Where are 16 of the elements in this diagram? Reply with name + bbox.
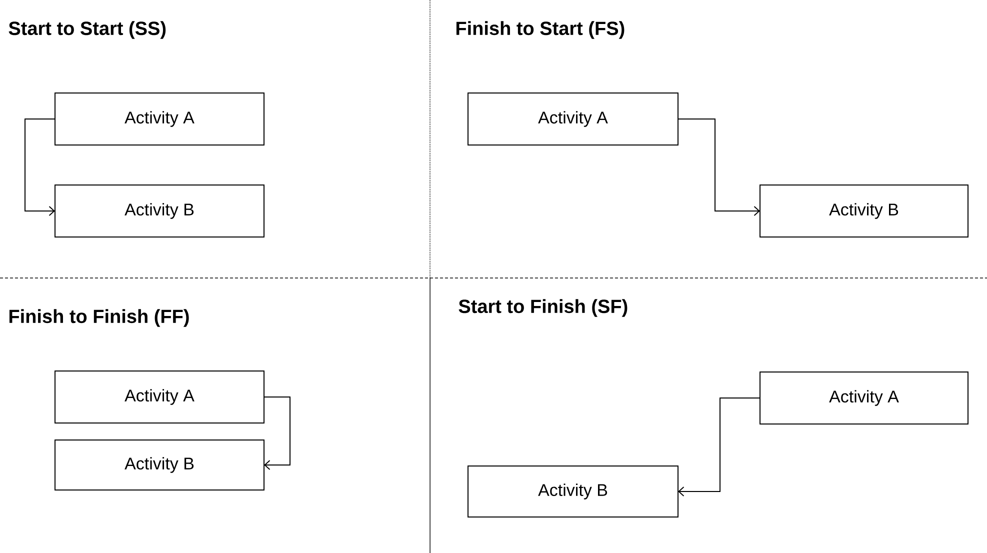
activity-box: Activity B [760,184,968,238]
activity-box: Activity A [760,372,968,424]
heading: Start to Finish (SF) [458,299,628,317]
connector-arrow [264,396,290,470]
activity-box: Activity B [468,466,678,518]
activity-box: Activity B [54,184,264,238]
activity-box: Activity A [54,370,264,424]
activity-box: Activity A [468,92,678,146]
heading: Finish to Finish (FF) [9,309,189,327]
connector-arrow [24,118,56,216]
activity-box: Activity B [54,440,264,490]
heading: Finish to Start (FS) [456,21,624,39]
connector-arrow [678,398,760,496]
activity-box: Activity A [54,92,264,146]
connector-arrow [678,118,760,216]
heading: Start to Start (SS) [8,21,166,39]
